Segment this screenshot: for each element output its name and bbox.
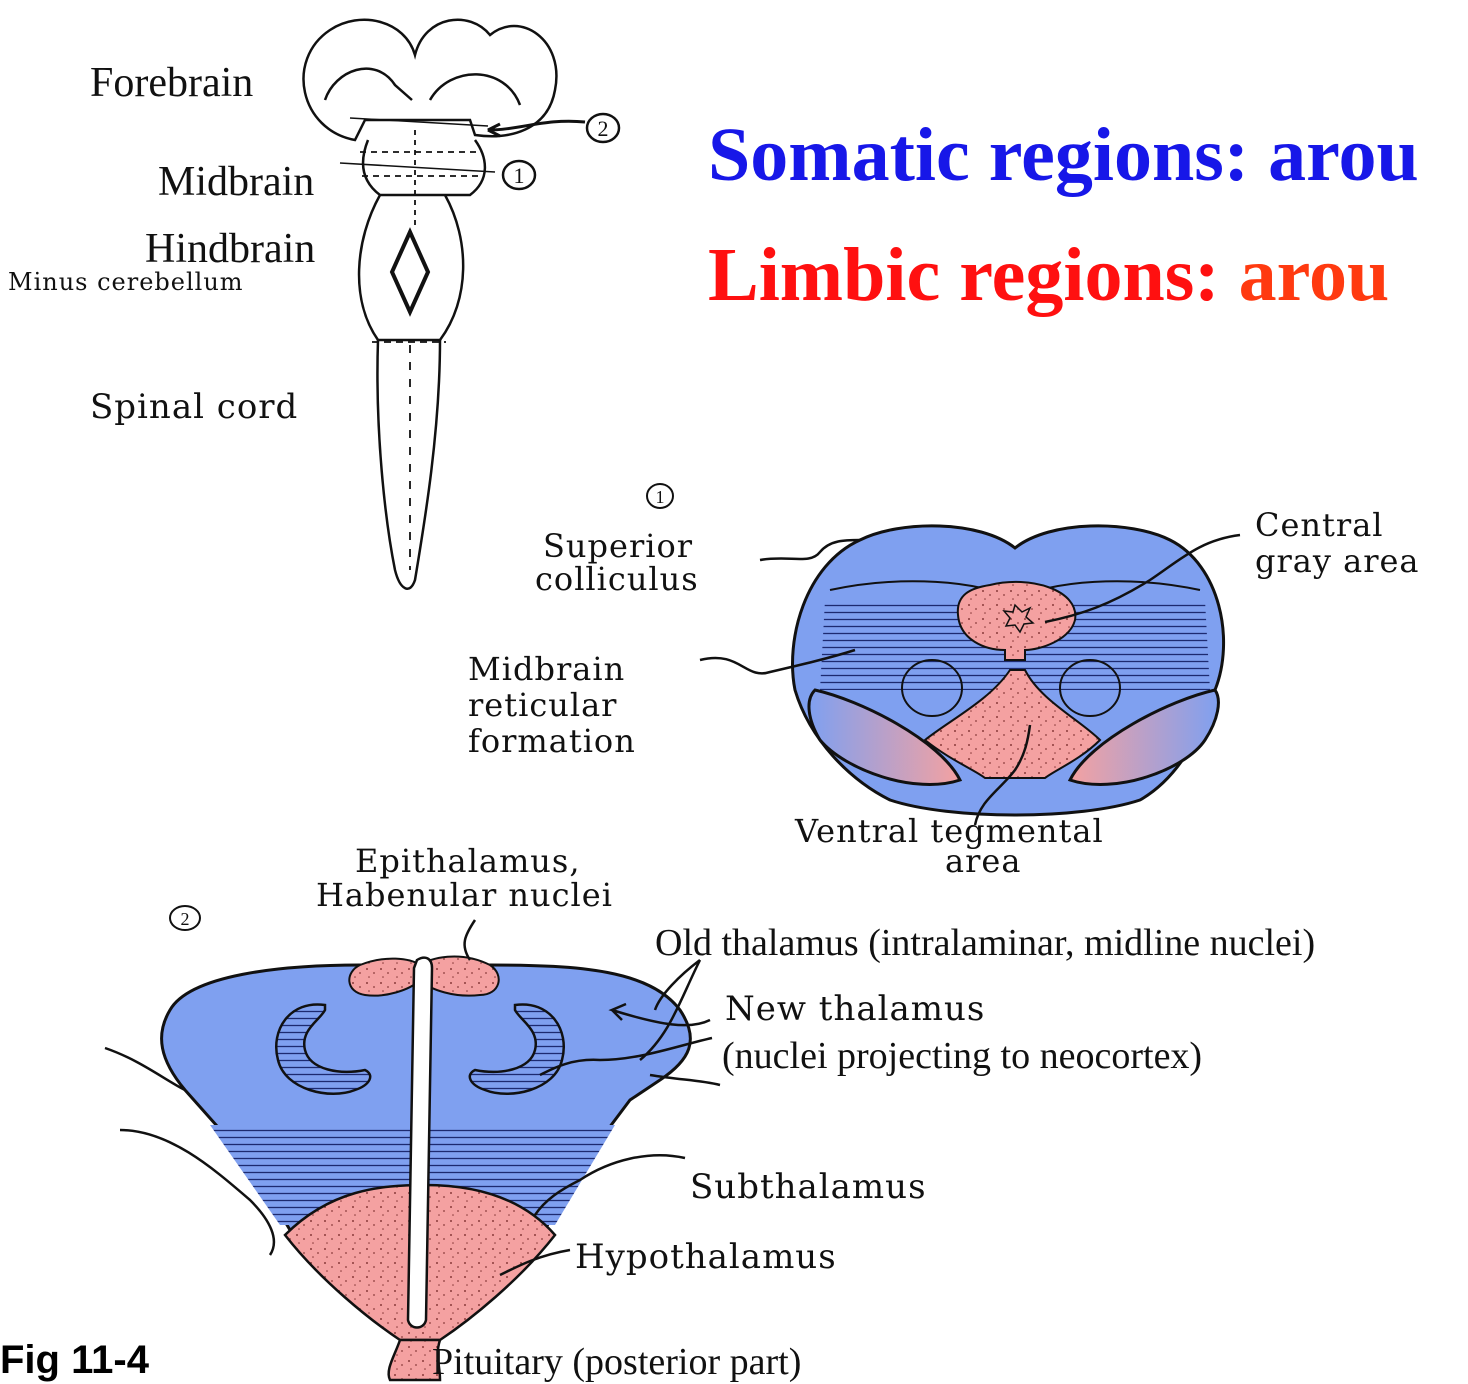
label-spinal-cord: Spinal cord — [90, 387, 298, 427]
label-central-line-2: gray area — [1255, 542, 1420, 580]
label-reticular-line-1: Midbrain — [468, 650, 625, 688]
forebrain-inner-fold — [325, 69, 520, 105]
label-subthalamus: Subthalamus — [690, 1167, 927, 1207]
headline-limbic-text: Limbic regions: — [708, 233, 1239, 317]
label-minus-cerebellum: Minus cerebellum — [8, 268, 244, 296]
label-reticular-line-2: reticular — [468, 686, 617, 724]
headline-limbic: Limbic regions: arou — [708, 232, 1389, 319]
headline-somatic: Somatic regions: arou — [708, 112, 1419, 199]
label-pituitary: Pituitary (posterior part) — [432, 1341, 801, 1383]
label-new-thalamus-line-2: (nuclei projecting to neocortex) — [722, 1035, 1202, 1077]
fourth-ventricle — [392, 232, 428, 312]
label-reticular-line-3: formation — [468, 722, 636, 760]
label-hypothalamus: Hypothalamus — [575, 1237, 837, 1277]
label-midbrain: Midbrain — [158, 159, 314, 205]
label-hindbrain: Hindbrain — [145, 226, 315, 272]
label-new-thalamus-line-1: New thalamus — [725, 989, 985, 1029]
label-epithalamus-line-1: Epithalamus, — [355, 842, 580, 880]
diencephalon-section — [105, 906, 720, 1380]
marker-midbrain-text: 1 — [656, 487, 665, 507]
arrow-section-2 — [488, 121, 585, 136]
headline-limbic-accent: arou — [1239, 233, 1390, 317]
figure-label: Fig 11-4 — [0, 1338, 149, 1383]
label-old-thalamus: Old thalamus (intralaminar, midline nucl… — [655, 922, 1315, 964]
brain-overview — [304, 20, 619, 589]
marker-section-1-text: 1 — [514, 163, 525, 188]
marker-section-2-text: 2 — [598, 116, 609, 141]
label-central-line-1: Central — [1255, 506, 1384, 544]
marker-diencephalon-text: 2 — [181, 909, 190, 929]
label-vta-line-2: area — [945, 842, 1021, 880]
spinal-cord-outline — [377, 340, 440, 589]
midbrain-section — [647, 484, 1240, 825]
leader-epithalamus — [465, 920, 475, 960]
headline-somatic-text: Somatic regions: arou — [708, 113, 1419, 197]
label-superior-line-2: colliculus — [535, 560, 699, 598]
label-forebrain: Forebrain — [90, 60, 253, 106]
label-epithalamus-line-2: Habenular nuclei — [316, 876, 613, 914]
